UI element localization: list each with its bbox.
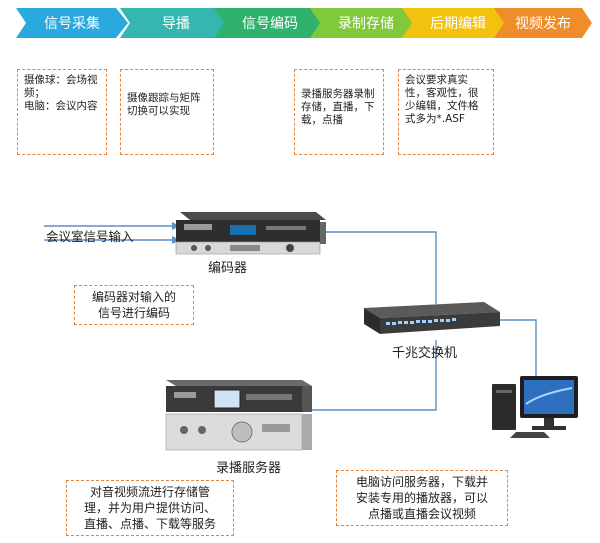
- arrow-shape: [214, 8, 326, 38]
- step-label: 信号采集: [44, 16, 100, 32]
- note-directing: 摄像跟踪与矩阵切换可以实现: [120, 69, 214, 155]
- arrow-shape: [16, 8, 128, 38]
- switch-device-icon: [364, 302, 500, 334]
- step-label: 视频发布: [515, 16, 571, 32]
- step-signal-encoding: 信号编码: [214, 8, 326, 38]
- step-post-editing: 后期编辑: [402, 8, 514, 38]
- server-note: 对音视频流进行存储管 理，并为用户提供访问、 直播、点播、下载等服务: [66, 480, 234, 536]
- step-label: 录制存储: [338, 16, 394, 32]
- computer-icon: [492, 376, 578, 438]
- arrow-shape: [494, 8, 592, 38]
- recording-server-label: 录播服务器: [216, 461, 282, 476]
- step-signal-capture: 信号采集: [16, 8, 128, 38]
- step-label: 导播: [162, 16, 190, 32]
- note-editing: 会议要求真实性，客观性，很少编辑，文件格式多为*.ASF: [398, 69, 494, 155]
- arrow-shape: [310, 8, 422, 38]
- switch-label: 千兆交换机: [392, 346, 458, 361]
- note-recording: 录播服务器录制存储，直播，下载，点播: [294, 69, 384, 155]
- recording-server-icon: [165, 380, 312, 451]
- step-recording-storage: 录制存储: [310, 8, 422, 38]
- arrow-shape: [120, 8, 232, 38]
- encoder-device-icon: [175, 212, 326, 255]
- encoder-note: 编码器对输入的 信号进行编码: [74, 285, 194, 325]
- arrow-shape: [402, 8, 514, 38]
- step-video-publishing: 视频发布: [494, 8, 592, 38]
- step-directing: 导播: [120, 8, 232, 38]
- note-capture: 摄像球：会场视频； 电脑：会议内容: [17, 69, 107, 155]
- pc-note: 电脑访问服务器，下载并 安装专用的播放器，可以 点播或直播会议视频: [336, 470, 508, 526]
- input-label: 会议室信号输入: [46, 229, 134, 244]
- step-label: 后期编辑: [430, 16, 486, 32]
- encoder-label: 编码器: [208, 261, 248, 276]
- step-label: 信号编码: [242, 16, 298, 32]
